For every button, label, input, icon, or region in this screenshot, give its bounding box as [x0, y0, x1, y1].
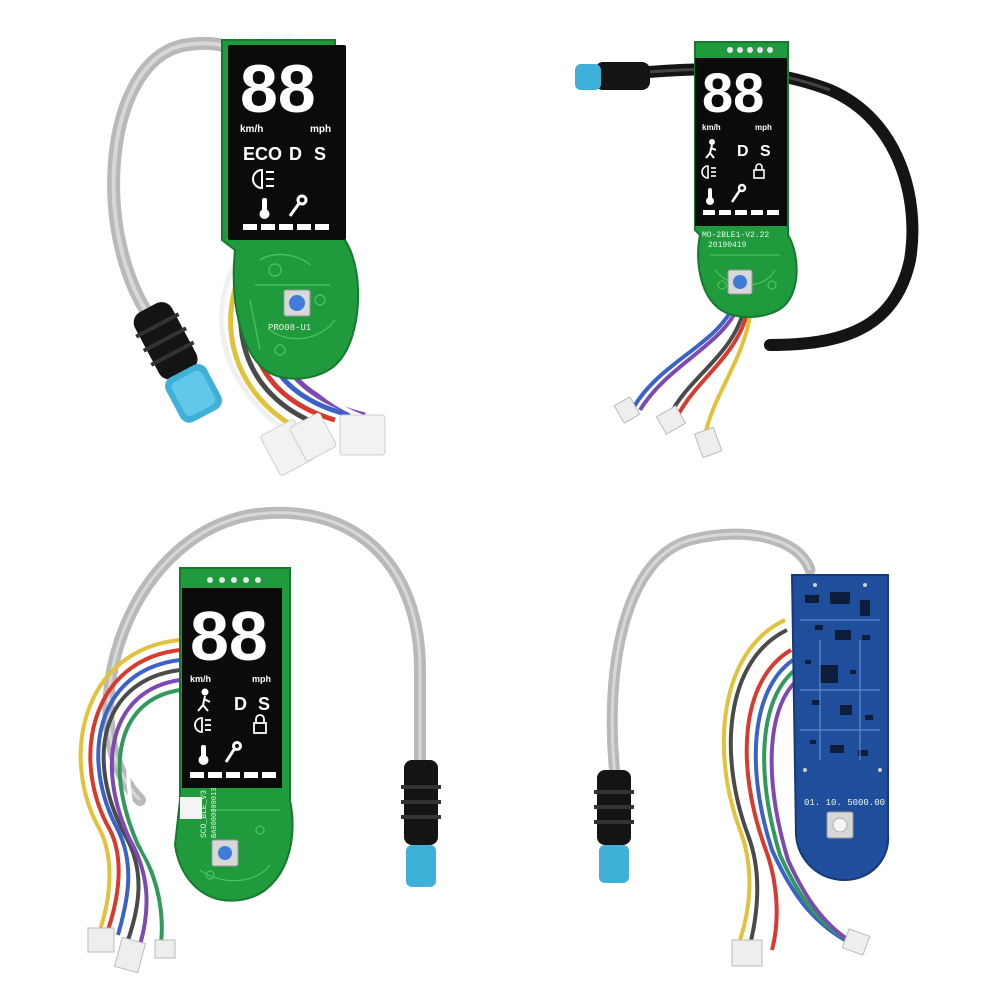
board-c-illustration: SCO_BLE_V3.2 BA0000000013 88 km/h mph D …	[78, 506, 441, 974]
walk-icon	[197, 688, 211, 712]
walk-icon	[705, 139, 717, 159]
cable-connector	[133, 302, 223, 423]
controller-board-b: MO-2BLE1-V2.22 20190419 88 km/h mph D S	[500, 0, 1001, 500]
mode-s: S	[760, 143, 771, 160]
pcb-label-1: SCO_BLE_V3.2	[200, 780, 209, 838]
pcb-top-text: 01. 10. 5000.00	[804, 798, 885, 808]
mode-s: S	[314, 144, 326, 164]
unit-mph: mph	[310, 124, 331, 135]
speed-digits: 88	[702, 61, 764, 124]
wrench-icon	[224, 741, 242, 763]
mode-d: D	[737, 143, 749, 160]
controller-board-d: 01. 10. 5000.00	[500, 500, 1001, 1001]
pcb-label-2: BA0000000013	[211, 788, 219, 838]
unit-kmh: km/h	[702, 123, 721, 132]
unit-mph: mph	[755, 123, 772, 132]
thermometer-icon	[198, 745, 209, 765]
pcb-top-text: 01 10 5000.00	[232, 32, 295, 41]
lcd-display	[228, 45, 346, 240]
board-d-illustration: 01. 10. 5000.00	[594, 528, 890, 967]
headlight-icon	[194, 717, 211, 733]
thermometer-icon	[259, 198, 270, 219]
pcb-label: PRO08-U1	[268, 323, 311, 333]
controller-board-a: 01 10 5000.00 PRO08-U1 88 km/h mph ECO D…	[0, 0, 500, 500]
battery-bar	[243, 224, 329, 230]
mode-eco: ECO	[243, 144, 282, 164]
grey-cable	[606, 528, 816, 781]
mode-s: S	[258, 694, 270, 714]
headlight-icon	[701, 165, 716, 179]
board-a-illustration: 01 10 5000.00 PRO08-U1 88 km/h mph ECO D…	[107, 32, 386, 476]
wrench-icon	[288, 194, 308, 217]
lock-icon	[753, 163, 765, 179]
pcb-blue	[790, 574, 890, 882]
thermometer-icon	[706, 188, 714, 205]
wrench-icon	[730, 183, 747, 203]
unit-mph: mph	[252, 674, 271, 684]
battery-bar	[703, 210, 779, 215]
lock-icon	[253, 714, 267, 734]
mode-d: D	[289, 144, 302, 164]
mode-d: D	[234, 694, 247, 714]
cable-connector	[595, 62, 650, 90]
controller-board-c: SCO_BLE_V3.2 BA0000000013 88 km/h mph D …	[0, 500, 500, 1001]
pcb-label-1: MO-2BLE1-V2.22	[702, 231, 769, 240]
pcb-label-2: 20190419	[708, 241, 747, 250]
board-b-illustration: MO-2BLE1-V2.22 20190419 88 km/h mph D S	[575, 41, 919, 459]
speed-digits: 88	[240, 51, 316, 127]
unit-kmh: km/h	[190, 674, 211, 684]
speed-digits: 88	[190, 597, 268, 675]
unit-kmh: km/h	[240, 124, 263, 135]
headlight-icon	[252, 168, 274, 190]
battery-bar	[190, 772, 276, 778]
